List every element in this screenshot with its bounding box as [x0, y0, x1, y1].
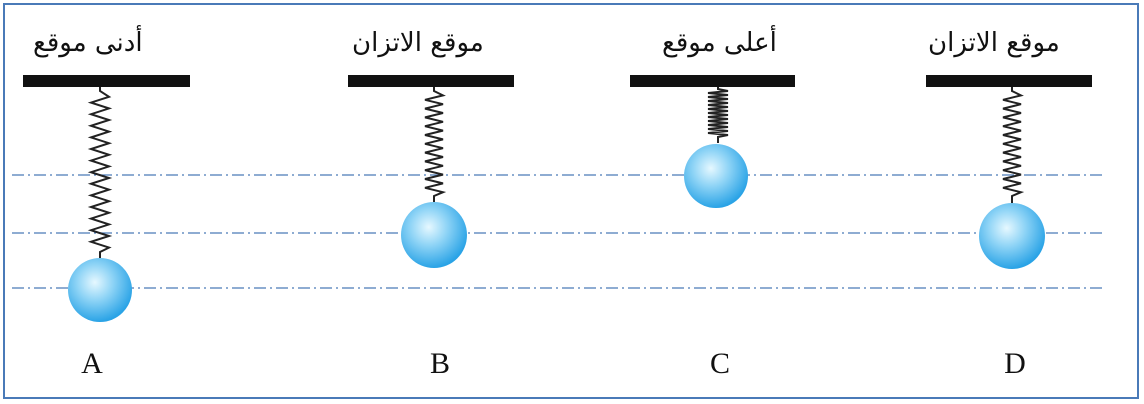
- panel-c: [630, 75, 795, 208]
- panel-d: [926, 75, 1092, 269]
- ceiling-bar-icon: [926, 75, 1092, 87]
- spring-icon: [87, 87, 113, 258]
- spring-icon: [1002, 87, 1025, 203]
- ceiling-bar-icon: [23, 75, 190, 87]
- panel-c-letter: C: [709, 347, 731, 380]
- guide-lines: [12, 174, 1104, 289]
- ceiling-bar-icon: [630, 75, 795, 87]
- panel-a-letter: A: [81, 347, 103, 380]
- panel-b: [348, 75, 514, 268]
- panel-a-title: أدنى موقع: [33, 28, 143, 58]
- panel-d-letter: D: [1004, 347, 1026, 380]
- panel-b-title: موقع الاتزان: [352, 28, 484, 58]
- panel-c-title: أعلى موقع: [662, 28, 777, 58]
- panel-b-letter: B: [429, 347, 451, 380]
- ball-icon: [684, 144, 748, 208]
- diagram-frame: [3, 3, 1139, 399]
- ball-icon: [401, 202, 467, 268]
- spring-icon: [707, 87, 729, 143]
- spring-icon: [424, 87, 447, 202]
- panel-d-title: موقع الاتزان: [928, 28, 1060, 58]
- ball-icon: [68, 258, 132, 322]
- ceiling-bar-icon: [348, 75, 514, 87]
- ball-icon: [979, 203, 1045, 269]
- panel-a: [23, 75, 190, 322]
